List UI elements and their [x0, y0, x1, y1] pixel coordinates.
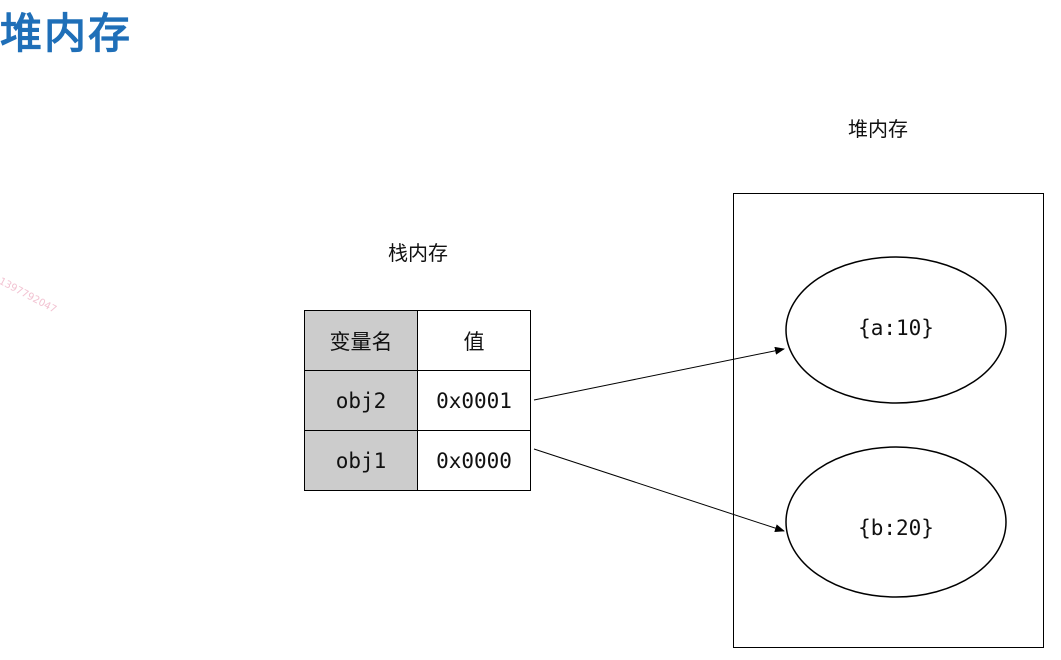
- pointer-arrow-obj1: [533, 448, 785, 532]
- row-name-obj2: obj2: [304, 370, 418, 431]
- header-variable-name: 变量名: [304, 310, 418, 371]
- table-row: obj1 0x0000: [304, 430, 531, 491]
- heap-box: [733, 193, 1044, 648]
- heap-object-b-ellipse: [785, 446, 1007, 598]
- header-value: 值: [417, 310, 531, 371]
- heap-caption: 堆内存: [848, 117, 908, 141]
- row-value-obj1: 0x0000: [417, 430, 531, 491]
- table-row: obj2 0x0001: [304, 370, 531, 431]
- row-name-obj1: obj1: [304, 430, 418, 491]
- table-header-row: 变量名 值: [304, 310, 531, 371]
- stack-table: 变量名 值 obj2 0x0001 obj1 0x0000: [304, 310, 531, 491]
- heap-object-b-label: {b:20}: [858, 516, 934, 540]
- page-title: 堆内存: [0, 9, 133, 58]
- stack-caption: 栈内存: [388, 241, 448, 265]
- pointer-arrow-obj2: [533, 346, 785, 401]
- heap-object-a-ellipse: [785, 256, 1007, 404]
- heap-object-a-label: {a:10}: [858, 316, 934, 340]
- row-value-obj2: 0x0001: [417, 370, 531, 431]
